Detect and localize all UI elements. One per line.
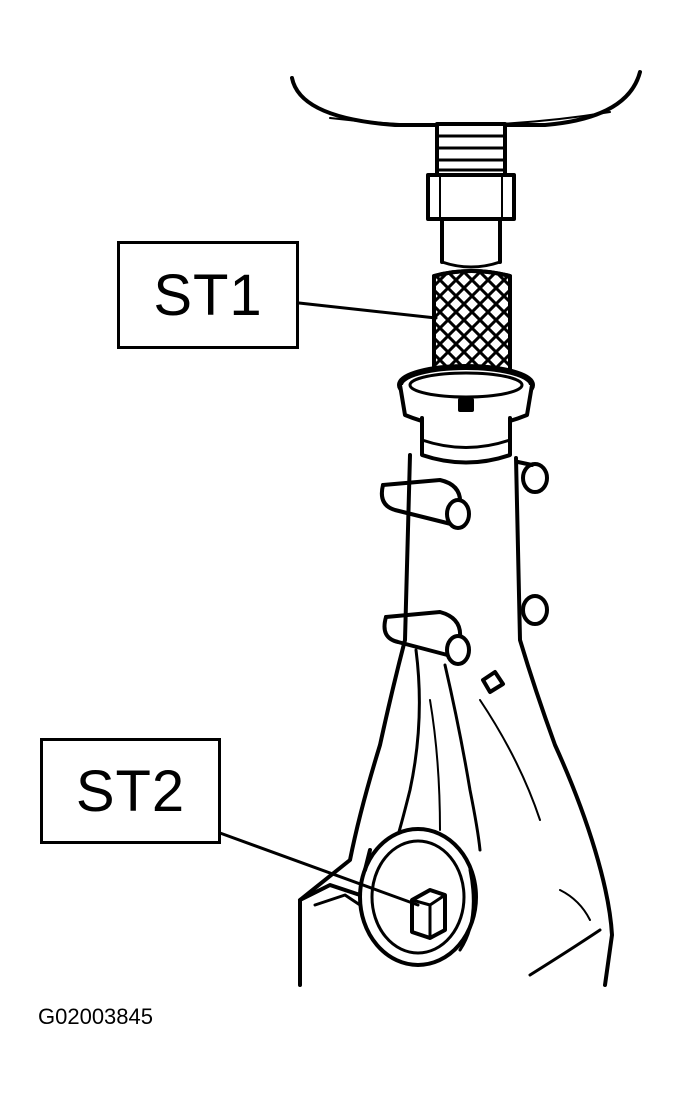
housing-boss-middle — [382, 594, 549, 694]
figure-id-code: G02003845 — [38, 1004, 153, 1029]
st1-tool-body — [432, 269, 512, 378]
st1-callout-label: ST1 — [117, 241, 299, 349]
st2-tool — [410, 888, 447, 940]
st1-collar — [397, 364, 535, 430]
gearbox-housing — [298, 453, 614, 987]
hex-nut — [426, 173, 516, 221]
press-ram — [290, 70, 642, 127]
housing-boss-upper — [379, 460, 549, 530]
threaded-shaft — [435, 122, 507, 178]
st1-leader-line — [297, 301, 438, 320]
st2-leader-line — [218, 831, 420, 907]
st2-callout-label: ST2 — [40, 738, 221, 844]
